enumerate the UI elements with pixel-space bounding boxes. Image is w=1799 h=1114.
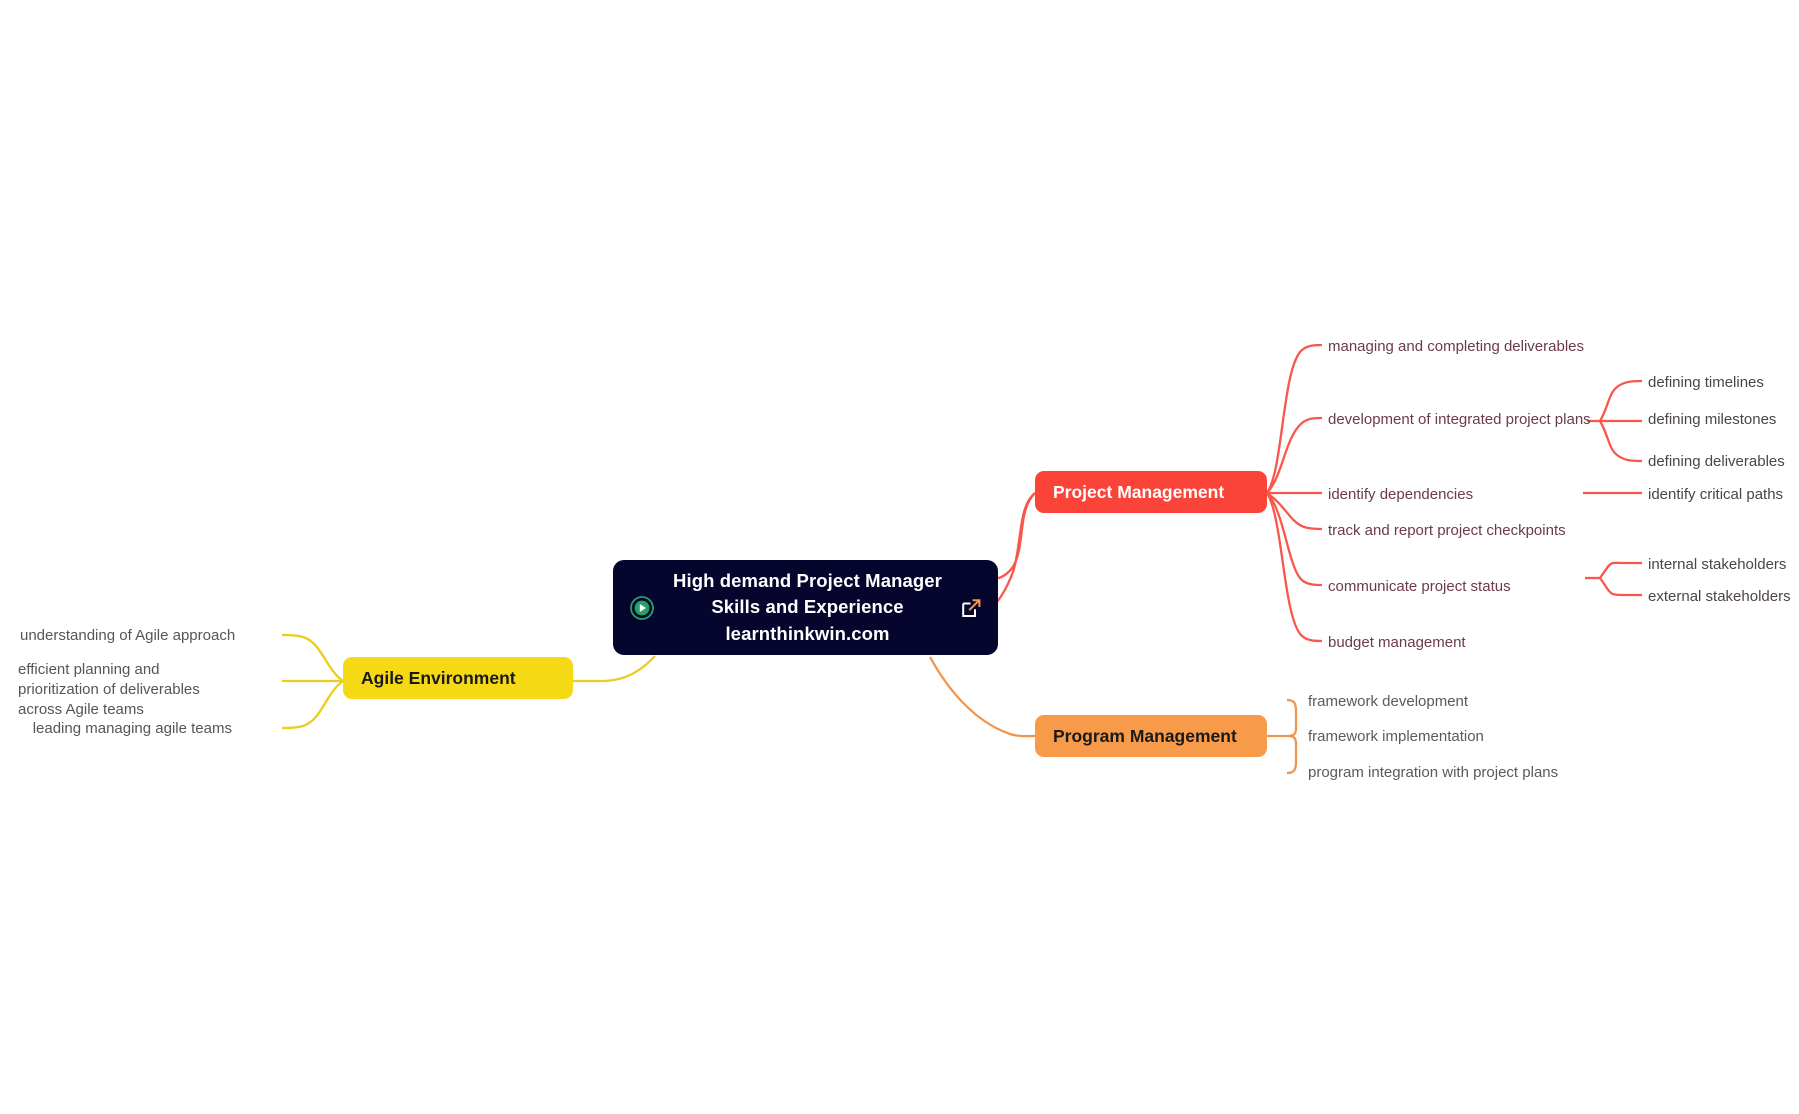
leaf-prog-framework-development[interactable]: framework development [1308, 693, 1469, 710]
leaf-pm-identify-dependencies[interactable]: identify dependencies [1328, 486, 1474, 503]
leaf-pm-development-integrated-project-plans[interactable]: development of integrated project plans [1328, 411, 1591, 428]
wire-agile-child-2 [281, 680, 344, 730]
leaf-agile-leading-managing-agile-teams[interactable]: leading managing agile teams [32, 720, 232, 737]
wire-pm-child-4 [1266, 492, 1323, 587]
leaf-plans-defining-timelines[interactable]: defining timelines [1648, 374, 1764, 391]
leaf-pm-budget-management[interactable]: budget management [1328, 634, 1466, 651]
branch-label-program-management: Program Management [1053, 725, 1237, 746]
leaf-status-internal-stakeholders[interactable]: internal stakeholders [1648, 556, 1787, 573]
wire-pm-child-0 [1266, 343, 1323, 494]
leaf-pm-track-report-project-checkpoints[interactable]: track and report project checkpoints [1328, 522, 1566, 539]
wire-plans-child-0 [1599, 379, 1643, 422]
leaf-dependencies-identify-critical-paths[interactable]: identify critical paths [1648, 486, 1784, 503]
wire-pm-child-5 [1266, 492, 1323, 643]
leaf-plans-defining-deliverables[interactable]: defining deliverables [1648, 453, 1785, 470]
leaf-pm-managing-completing-deliverables[interactable]: managing and completing deliverables [1328, 338, 1584, 355]
wire-plans-child-2 [1599, 420, 1643, 463]
branch-label-agile-environment: Agile Environment [361, 667, 516, 688]
wire-central-to-project-management [997, 492, 1036, 580]
branch-node-project-management[interactable]: Project Management [1035, 471, 1267, 513]
wire-pm-child-1 [1266, 416, 1323, 494]
wire-central-to-agile-environment [573, 655, 656, 683]
wire-status-child-0 [1599, 561, 1642, 579]
wire-prog-bracket [1286, 698, 1298, 775]
play-circle-icon[interactable] [629, 595, 655, 621]
branch-node-program-management[interactable]: Program Management [1035, 715, 1267, 757]
external-link-icon[interactable] [960, 597, 982, 619]
central-node-title: High demand Project Manager Skills and E… [673, 569, 942, 644]
wire-central-to-program-management [928, 656, 1036, 738]
leaf-status-external-stakeholders[interactable]: external stakeholders [1648, 588, 1791, 605]
branch-node-agile-environment[interactable]: Agile Environment [343, 657, 573, 699]
leaf-plans-defining-milestones[interactable]: defining milestones [1648, 411, 1777, 428]
leaf-agile-efficient-planning-prioritization[interactable]: efficient planning and prioritization of… [18, 661, 200, 718]
leaf-prog-framework-implementation[interactable]: framework implementation [1308, 728, 1484, 745]
wire-status-child-1 [1599, 577, 1642, 597]
central-node[interactable]: High demand Project Manager Skills and E… [613, 560, 998, 655]
leaf-prog-program-integration-with-project-plans[interactable]: program integration with project plans [1308, 764, 1559, 781]
leaf-pm-communicate-project-status[interactable]: communicate project status [1328, 578, 1511, 595]
leaf-agile-understanding-of-agile-approach[interactable]: understanding of Agile approach [20, 627, 236, 644]
wire-pm-child-3 [1266, 492, 1323, 531]
wire-agile-child-0 [281, 633, 344, 682]
branch-label-project-management: Project Management [1053, 481, 1225, 502]
